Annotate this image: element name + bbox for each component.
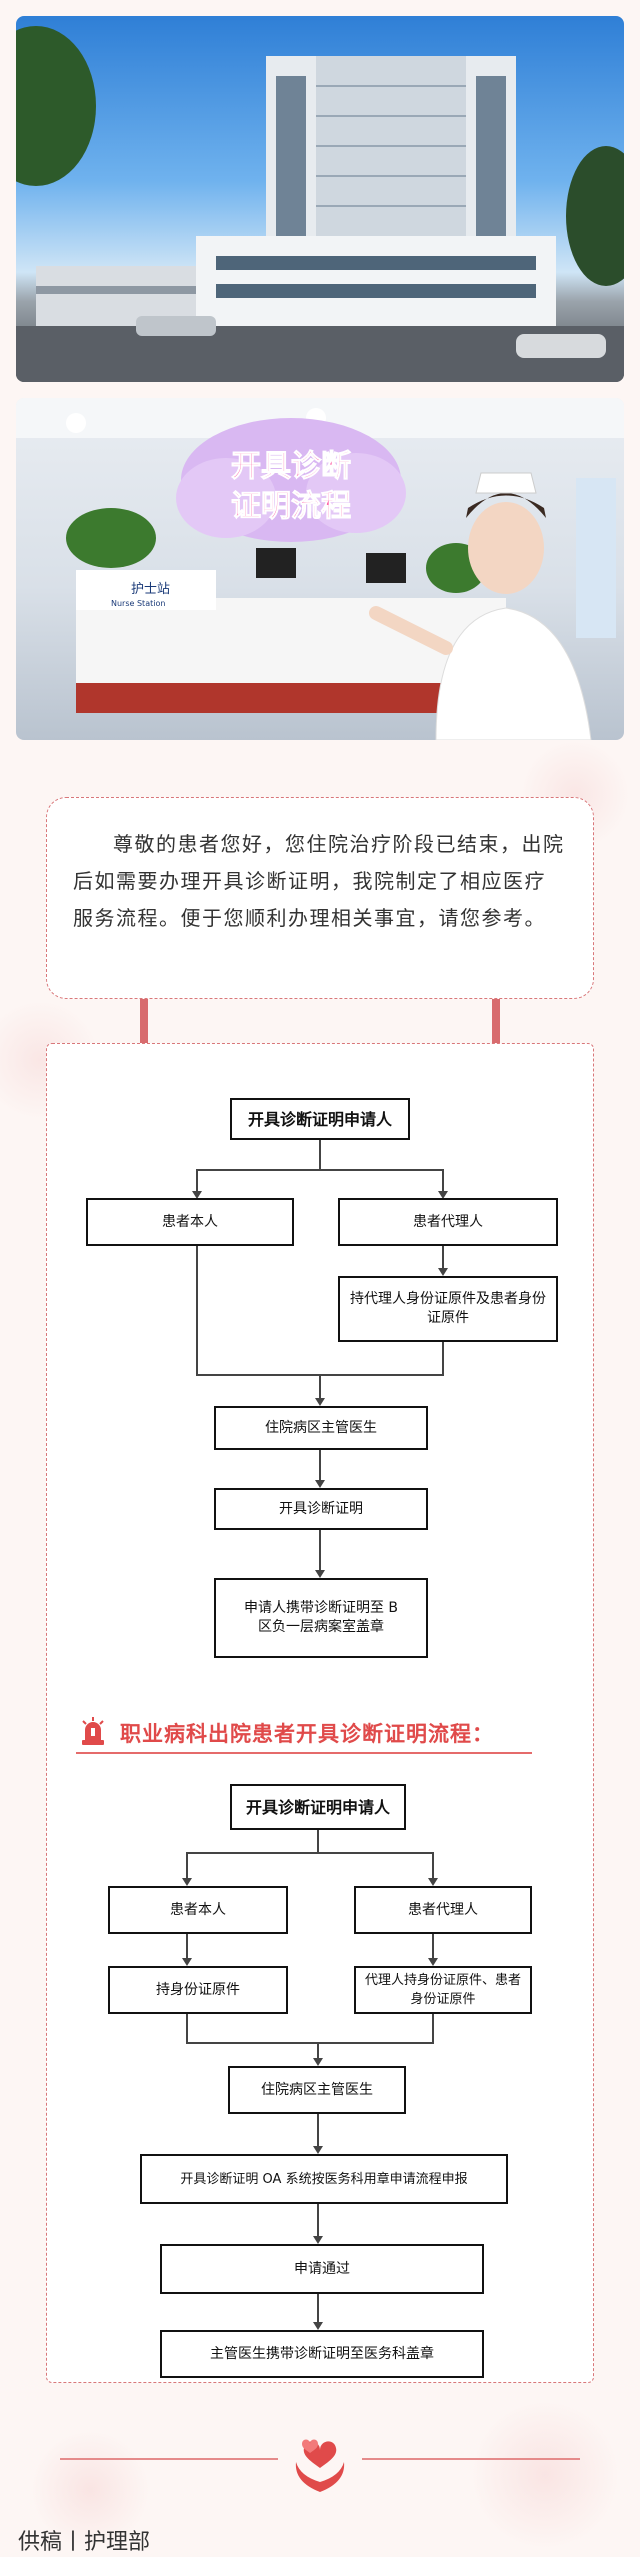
hospital-building-photo: [16, 16, 624, 382]
intro-card: 尊敬的患者您好，您住院治疗阶段已结束，出院后如需要办理开具诊断证明，我院制定了相…: [46, 797, 594, 999]
bubble-line-2: 证明流程: [231, 489, 351, 524]
flow1-patient-box: 患者本人: [86, 1198, 294, 1246]
flow2-agent-box: 患者代理人: [354, 1886, 532, 1934]
section-title-underline: [76, 1752, 532, 1754]
flow2-patient-box: 患者本人: [108, 1886, 288, 1934]
footer-credit: 供稿丨护理部: [18, 2530, 151, 2555]
footer-divider-left: [60, 2458, 278, 2460]
flow1-applicant-box: 开具诊断证明申请人: [230, 1098, 410, 1140]
nurse-station-illustration: 护士站 Nurse Station 开具诊断 证明流程: [16, 398, 624, 740]
flow2-doctor-box: 住院病区主管医生: [228, 2066, 406, 2114]
flow2-oa-application-box: 开具诊断证明 OA 系统按医务科用章申请流程申报: [140, 2154, 508, 2204]
connector-pillar-right: [492, 999, 500, 1044]
background-blossom: [30, 2430, 150, 2550]
intro-paragraph: 尊敬的患者您好，您住院治疗阶段已结束，出院后如需要办理开具诊断证明，我院制定了相…: [73, 832, 565, 930]
background-blossom: [470, 2400, 620, 2550]
section-title-occupational: 职业病科出院患者开具诊断证明流程：: [120, 1722, 494, 1746]
bubble-line-1: 开具诊断: [231, 449, 351, 484]
siren-icon: [82, 1717, 104, 1745]
flow2-final-stamp-box: 主管医生携带诊断证明至医务科盖章: [160, 2330, 484, 2378]
flow1-agent-documents-box: 持代理人身份证原件及患者身份证原件: [338, 1276, 558, 1342]
flow1-stamp-box: 申请人携带诊断证明至 B 区负一层病案室盖章: [214, 1578, 428, 1658]
footer-divider-right: [362, 2458, 580, 2460]
connector-pillar-left: [140, 999, 148, 1044]
flow1-agent-box: 患者代理人: [338, 1198, 558, 1246]
flow2-patient-documents-box: 持身份证原件: [108, 1966, 288, 2014]
flow2-applicant-box: 开具诊断证明申请人: [230, 1784, 406, 1830]
station-sign: 护士站: [131, 582, 170, 597]
flow1-doctor-box: 住院病区主管医生: [214, 1406, 428, 1450]
caring-hands-heart-icon: [295, 2439, 345, 2492]
station-sign-en: Nurse Station: [111, 599, 165, 608]
nurse-station-photo: 护士站 Nurse Station 开具诊断 证明流程: [16, 398, 624, 740]
flow2-agent-documents-box: 代理人持身份证原件、患者身份证原件: [354, 1966, 532, 2014]
hospital-building-illustration: [16, 26, 624, 382]
flow2-approved-box: 申请通过: [160, 2244, 484, 2294]
flow1-issue-box: 开具诊断证明: [214, 1488, 428, 1530]
